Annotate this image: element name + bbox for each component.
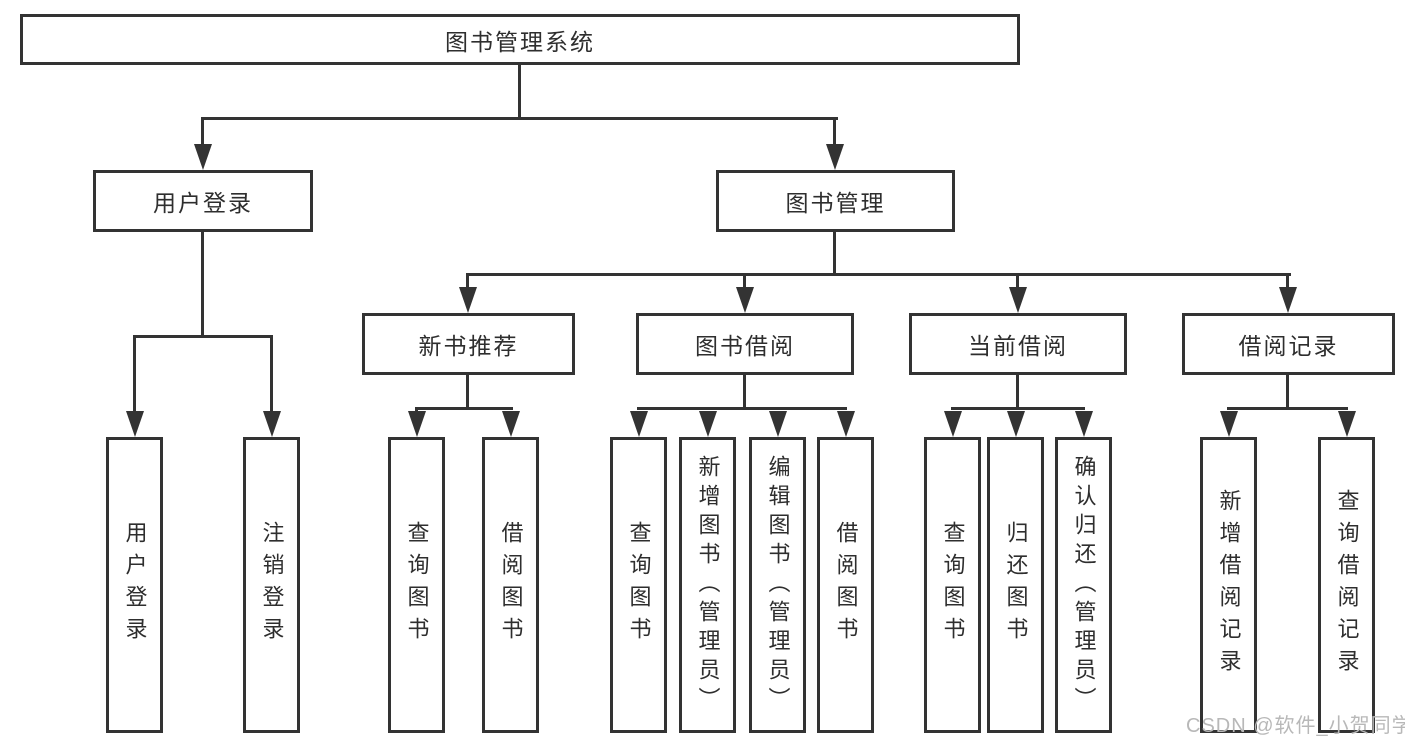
connector-line (270, 338, 273, 413)
csdn-watermark: CSDN @软件_小贺同学 (1186, 715, 1405, 737)
node-leaf-add-book-admin: 新增图书（管理员） (679, 437, 736, 733)
arrow-down-icon (194, 144, 212, 170)
arrow-down-icon (630, 411, 648, 437)
arrow-down-icon (837, 411, 855, 437)
connector-line (743, 375, 746, 410)
connector-line (833, 232, 836, 276)
node-label: 查询图书 (626, 521, 652, 649)
arrow-down-icon (1075, 411, 1093, 437)
node-label: 归还图书 (1003, 521, 1029, 649)
node-label: 用户登录 (122, 521, 148, 649)
arrow-down-icon (502, 411, 520, 437)
node-leaf-query-books-1: 查询图书 (388, 437, 445, 733)
node-leaf-query-books-3: 查询图书 (924, 437, 981, 733)
connector-line (1016, 276, 1019, 289)
connector-line (1286, 276, 1289, 289)
node-label: 图书管理系统 (445, 28, 595, 55)
connector-line (466, 273, 1291, 276)
node-label: 注销登录 (259, 521, 285, 649)
node-leaf-return-books: 归还图书 (987, 437, 1044, 733)
node-leaf-borrow-books-1: 借阅图书 (482, 437, 539, 733)
node-label: 查询图书 (940, 521, 966, 649)
connector-line (201, 232, 204, 338)
node-label: 借阅图书 (498, 521, 524, 649)
arrow-down-icon (263, 411, 281, 437)
node-leaf-query-borrow-record: 查询借阅记录 (1318, 437, 1375, 733)
node-label: 确认归还（管理员） (1071, 454, 1097, 716)
node-label: 编辑图书（管理员） (765, 454, 791, 716)
arrow-down-icon (826, 144, 844, 170)
connector-line (466, 375, 469, 410)
node-leaf-edit-book-admin: 编辑图书（管理员） (749, 437, 806, 733)
node-label: 用户登录 (153, 190, 253, 216)
node-book-borrow: 图书借阅 (636, 313, 854, 375)
connector-line (951, 407, 1085, 410)
connector-line (833, 120, 836, 146)
node-label: 借阅记录 (1238, 333, 1339, 359)
node-label: 新增图书（管理员） (695, 454, 721, 716)
arrow-down-icon (944, 411, 962, 437)
connector-line (1286, 375, 1289, 410)
connector-line (1016, 375, 1019, 410)
arrow-down-icon (769, 411, 787, 437)
node-label: 查询图书 (404, 521, 430, 649)
arrow-down-icon (408, 411, 426, 437)
arrow-down-icon (1009, 287, 1027, 313)
node-label: 借阅图书 (833, 521, 859, 649)
node-label: 查询借阅记录 (1334, 489, 1360, 681)
connector-line (201, 120, 204, 146)
connector-line (133, 335, 273, 338)
node-label: 新增借阅记录 (1216, 489, 1242, 681)
arrow-down-icon (1279, 287, 1297, 313)
node-leaf-user-login: 用户登录 (106, 437, 163, 733)
arrow-down-icon (699, 411, 717, 437)
connector-line (415, 407, 513, 410)
connector-line (637, 407, 847, 410)
node-borrow-record: 借阅记录 (1182, 313, 1395, 375)
node-leaf-logout: 注销登录 (243, 437, 300, 733)
arrow-down-icon (736, 287, 754, 313)
node-leaf-query-books-2: 查询图书 (610, 437, 667, 733)
node-user-login: 用户登录 (93, 170, 313, 232)
node-current-borrow: 当前借阅 (909, 313, 1127, 375)
connector-line (743, 276, 746, 289)
arrow-down-icon (1220, 411, 1238, 437)
node-leaf-add-borrow-record: 新增借阅记录 (1200, 437, 1257, 733)
connector-line (466, 276, 469, 289)
connector-line (518, 65, 521, 120)
node-book-management: 图书管理 (716, 170, 955, 232)
arrow-down-icon (1007, 411, 1025, 437)
arrow-down-icon (1338, 411, 1356, 437)
node-book-management-system: 图书管理系统 (20, 14, 1020, 65)
connector-line (133, 338, 136, 413)
node-leaf-confirm-return-admin: 确认归还（管理员） (1055, 437, 1112, 733)
node-label: 新书推荐 (418, 333, 519, 359)
node-new-book-recommend: 新书推荐 (362, 313, 575, 375)
connector-line (1227, 407, 1348, 410)
node-label: 当前借阅 (968, 333, 1068, 359)
connector-line (201, 117, 838, 120)
node-label: 图书借阅 (695, 333, 795, 359)
node-leaf-borrow-books-2: 借阅图书 (817, 437, 874, 733)
arrow-down-icon (126, 411, 144, 437)
arrow-down-icon (459, 287, 477, 313)
node-label: 图书管理 (785, 190, 886, 216)
